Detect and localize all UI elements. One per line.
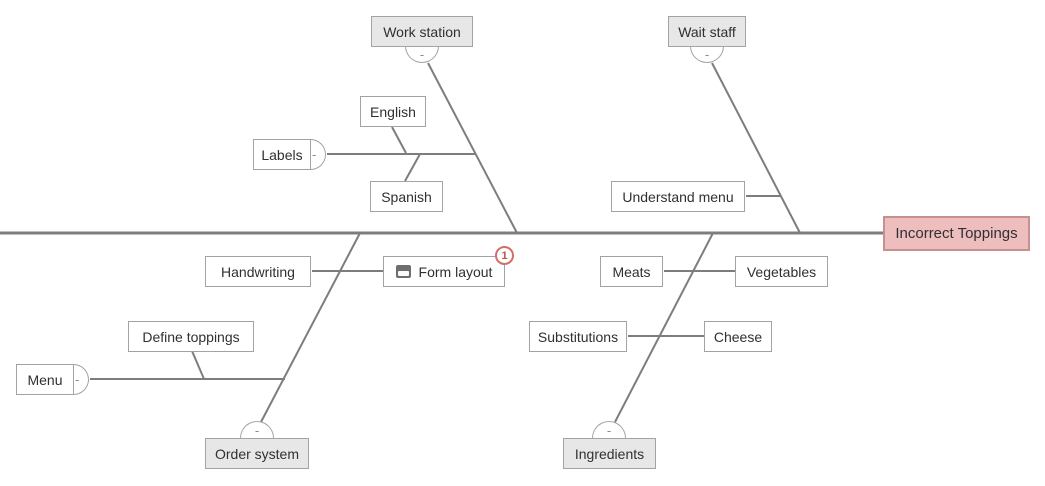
node-cheese[interactable]: Cheese [704,321,772,352]
node-define-toppings[interactable]: Define toppings [128,321,254,352]
node-label: Wait staff [678,23,736,40]
node-form-layout[interactable]: Form layout 1 [383,246,514,287]
node-label: Order system [214,445,299,462]
collapse-glyph: - [704,46,710,62]
node-label: Vegetables [746,263,817,280]
node-order-system[interactable]: Order system [205,438,309,469]
node-label: Understand menu [622,188,734,205]
note-icon [395,265,411,278]
collapse-glyph: - [75,372,80,387]
node-spanish[interactable]: Spanish [370,181,443,212]
node-label: Substitutions [537,328,619,345]
collapse-glyph: - [312,147,317,162]
node-menu[interactable]: Menu [16,364,74,395]
connector-define-toppings [191,350,205,380]
branch-line-work-station [427,62,518,234]
collapse-glyph: - [254,422,260,438]
node-label: Work station [383,23,461,40]
node-substitutions[interactable]: Substitutions [529,321,627,352]
node-label: Incorrect Toppings [895,225,1018,242]
node-label: Form layout [418,263,493,280]
node-label: Handwriting [221,263,295,280]
node-label: Ingredients [574,445,645,462]
node-english[interactable]: English [360,96,426,127]
node-label: Labels [261,146,303,163]
node-understand-menu[interactable]: Understand menu [611,181,745,212]
node-label: English [370,103,416,120]
connector-english [391,126,407,154]
node-label: Define toppings [142,328,240,345]
note-count-badge[interactable]: 1 [495,246,514,265]
node-effect-incorrect-toppings[interactable]: Incorrect Toppings [883,216,1030,251]
node-labels[interactable]: Labels [253,139,311,170]
collapse-glyph: - [419,46,425,62]
node-meats[interactable]: Meats [600,256,663,287]
node-label: Meats [612,263,651,280]
node-label: Menu [27,371,63,388]
branch-line-ingredients [614,232,714,423]
node-label: Cheese [713,328,763,345]
connector-spanish [404,153,421,182]
node-vegetables[interactable]: Vegetables [735,256,828,287]
node-ingredients[interactable]: Ingredients [563,438,656,469]
node-handwriting[interactable]: Handwriting [205,256,311,287]
node-wait-staff[interactable]: Wait staff [668,16,746,47]
collapse-glyph: - [606,422,612,438]
branch-line-wait-staff [711,62,801,234]
node-label: Spanish [381,188,432,205]
node-work-station[interactable]: Work station [371,16,473,47]
branch-line-order-system [260,232,361,423]
